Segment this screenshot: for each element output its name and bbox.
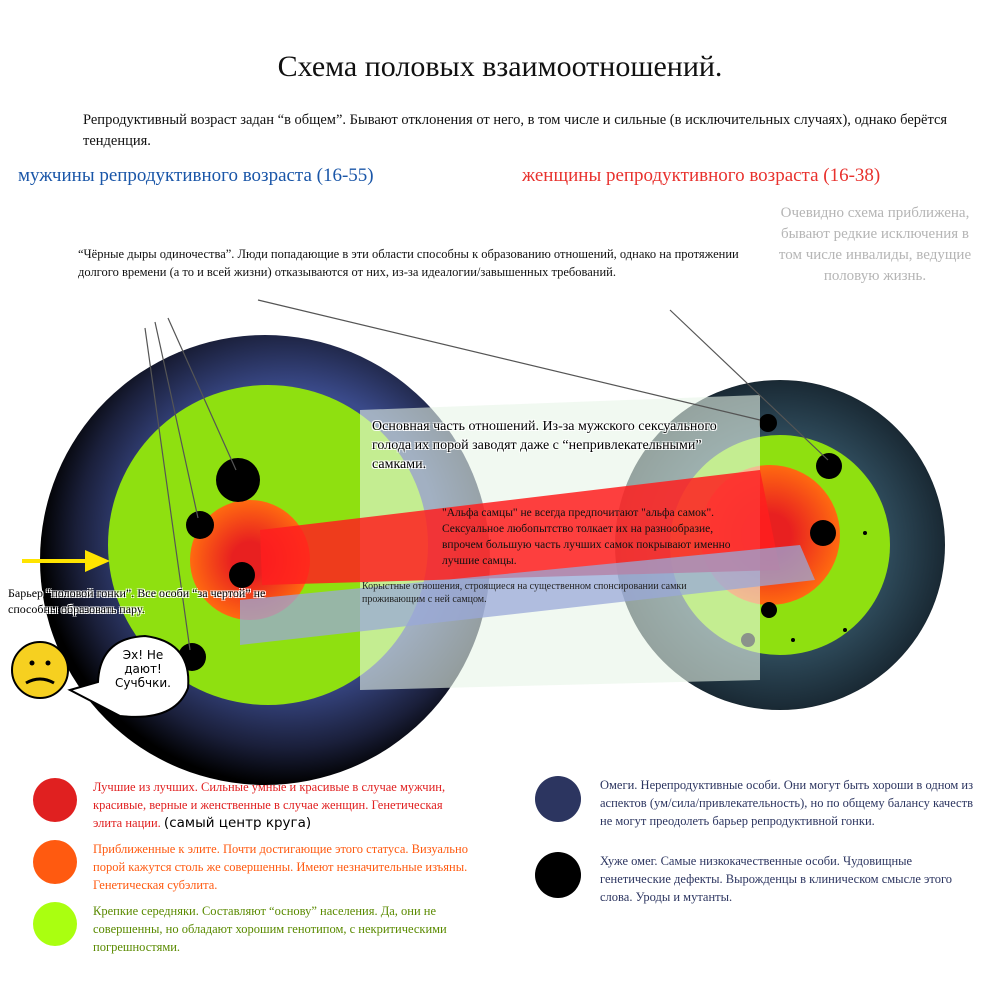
black-holes-note: “Чёрные дыры одиночества”. Люди попадающ…: [78, 247, 739, 279]
intro-text: Репродуктивный возраст задан “в общем”. …: [83, 112, 948, 149]
center-note: (самый центр круга): [163, 815, 312, 831]
black-hole: [216, 458, 260, 502]
legend-row-worse: Хуже омег. Самые низкокачественные особи…: [535, 852, 980, 906]
legend-row-subelite: Приближенные к элите. Почти достигающие …: [33, 840, 473, 894]
legend-swatch-middle: [33, 902, 77, 946]
legend-row-omega: Омеги. Нерепродуктивные особи. Они могут…: [535, 776, 980, 830]
black-hole: [229, 562, 255, 588]
legend-row-middle: Крепкие середняки. Составляют “основу” н…: [33, 902, 473, 956]
speech-bubble-text: Эх! Не дают! Сучбчки.: [115, 648, 171, 690]
legend-item-middle: Крепкие середняки. Составляют “основу” н…: [93, 904, 447, 954]
pointer-lines: [144, 299, 829, 651]
speech-bubble: [67, 634, 190, 718]
main-relations-note: Основная часть отношений. Из-за мужского…: [372, 419, 717, 472]
black-hole: [816, 453, 842, 479]
men-group-label: мужчины репродуктивного возраста (16-55): [18, 165, 374, 186]
black-hole: [761, 602, 777, 618]
mercenary-relations-band: [240, 545, 815, 645]
barrier-note: Барьер “половой гонки”. Все особи “за че…: [8, 586, 266, 616]
legend-left-column: Лучшие из лучших. Сильные умные и красив…: [33, 778, 473, 956]
legend-item-worse: Хуже омег. Самые низкокачественные особи…: [600, 854, 953, 904]
black-hole: [759, 414, 777, 432]
black-hole: [186, 511, 214, 539]
legend-swatch-elite: [33, 778, 77, 822]
side-note: Очевидно схема приближена, бывают редкие…: [778, 205, 972, 284]
page-title: Схема половых взаимоотношений.: [277, 50, 723, 83]
mercenary-note: Корыстные отношения, строящиеся на сущес…: [362, 581, 687, 605]
legend-swatch-subelite: [33, 840, 77, 884]
legend-row-elite: Лучшие из лучших. Сильные умные и красив…: [33, 778, 473, 832]
barrier-arrow: [22, 550, 110, 572]
legend-right-column: Омеги. Нерепродуктивные особи. Они могут…: [535, 776, 980, 906]
legend-swatch-omega: [535, 776, 581, 822]
alpha-relations-band: [260, 470, 780, 585]
legend-item-elite: Лучшие из лучших. Сильные умные и красив…: [93, 780, 446, 831]
legend-swatch-worse: [535, 852, 581, 898]
meme-face-icon: [11, 641, 69, 699]
legend-item-omega: Омеги. Нерепродуктивные особи. Они могут…: [600, 778, 974, 828]
black-hole: [810, 520, 836, 546]
alpha-note: "Альфа самцы" не всегда предпочитают "ал…: [442, 507, 731, 567]
legend-item-subelite: Приближенные к элите. Почти достигающие …: [93, 842, 468, 892]
women-group-label: женщины репродуктивного возраста (16-38): [522, 165, 881, 186]
